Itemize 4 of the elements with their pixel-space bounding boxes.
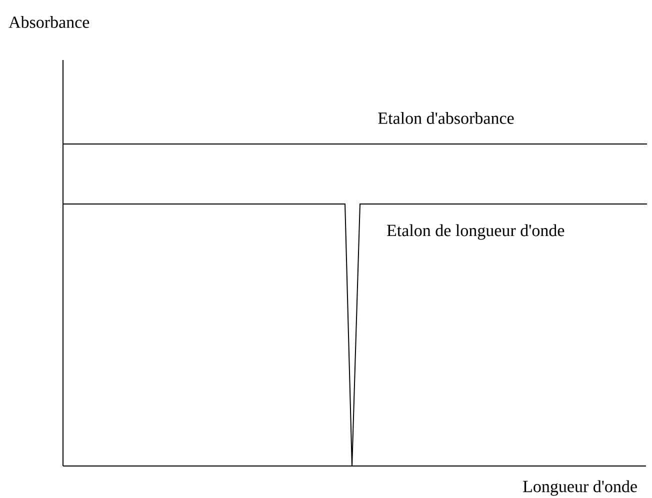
curve-label: Etalon de longueur d'onde <box>387 224 564 240</box>
axis-label: Longueur d'onde <box>523 480 637 496</box>
axis-label: Absorbance <box>8 16 90 28</box>
curve-label: Etalon d'absorbance <box>378 112 514 124</box>
